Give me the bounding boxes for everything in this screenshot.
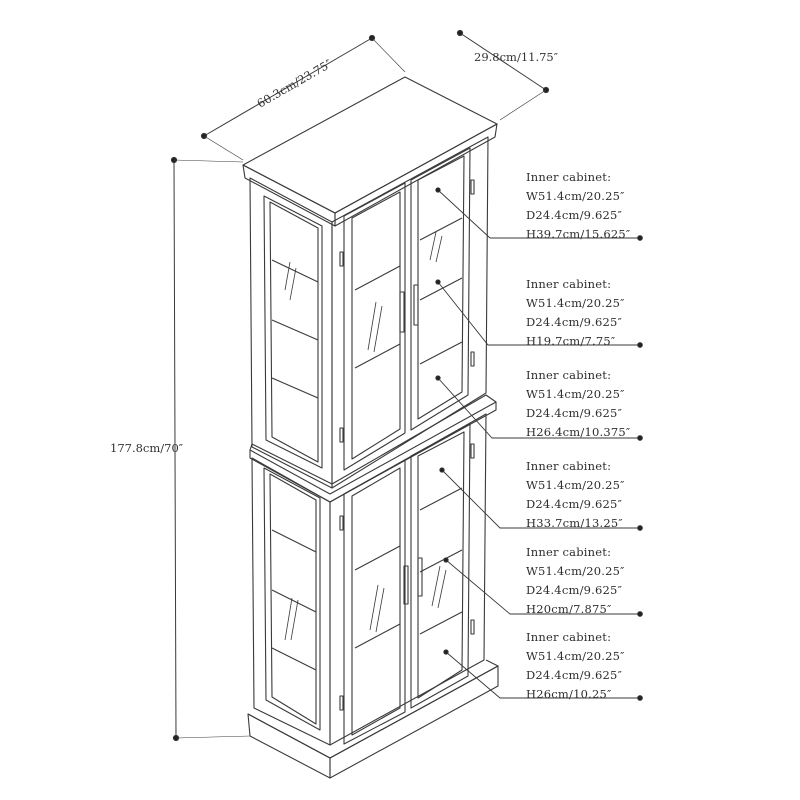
spec-depth: D24.4cm/9.625″ [526, 668, 623, 682]
middle-ledge [249, 394, 497, 495]
spec-depth: D24.4cm/9.625″ [526, 208, 623, 222]
spec-depth: D24.4cm/9.625″ [526, 583, 623, 597]
spec-width: W51.4cm/20.25″ [526, 189, 625, 203]
leader-line-6 [445, 651, 640, 699]
spec-width: W51.4cm/20.25″ [526, 387, 625, 401]
spec-title: Inner cabinet: [526, 630, 612, 644]
spec-block-2: Inner cabinet: W51.4cm/20.25″ D24.4cm/9.… [526, 275, 796, 351]
spec-block-5: Inner cabinet: W51.4cm/20.25″ D24.4cm/9.… [526, 543, 796, 619]
spec-height: H20cm/7.875″ [526, 602, 612, 616]
spec-height: H26.4cm/10.375″ [526, 425, 631, 439]
spec-depth: D24.4cm/9.625″ [526, 406, 623, 420]
spec-height: H33.7cm/13.25″ [526, 516, 623, 530]
width-label: 60.3cm/23.75″ [255, 56, 335, 110]
leader-line-5 [445, 559, 640, 615]
spec-width: W51.4cm/20.25″ [526, 478, 625, 492]
leader-line-4 [441, 469, 640, 529]
cabinet-crown-side [334, 123, 498, 227]
spec-block-6: Inner cabinet: W51.4cm/20.25″ D24.4cm/9.… [526, 628, 796, 704]
spec-title: Inner cabinet: [526, 545, 612, 559]
spec-title: Inner cabinet: [526, 459, 612, 473]
spec-title: Inner cabinet: [526, 368, 612, 382]
spec-title: Inner cabinet: [526, 277, 612, 291]
upper-body [249, 136, 489, 489]
spec-width: W51.4cm/20.25″ [526, 649, 625, 663]
spec-height: H26cm/10.25″ [526, 687, 612, 701]
cabinet-base [247, 713, 331, 779]
lower-body [251, 413, 487, 746]
leader-line-1 [437, 189, 640, 239]
spec-block-3: Inner cabinet: W51.4cm/20.25″ D24.4cm/9.… [526, 366, 796, 442]
height-label: 177.8cm/70″ [110, 441, 184, 455]
spec-depth: D24.4cm/9.625″ [526, 315, 623, 329]
spec-block-1: Inner cabinet: W51.4cm/20.25″ D24.4cm/9.… [526, 168, 796, 244]
spec-block-4: Inner cabinet: W51.4cm/20.25″ D24.4cm/9.… [526, 457, 796, 533]
leader-line-2 [437, 281, 640, 346]
depth-dimension-line [459, 32, 547, 91]
spec-title: Inner cabinet: [526, 170, 612, 184]
spec-width: W51.4cm/20.25″ [526, 296, 625, 310]
spec-depth: D24.4cm/9.625″ [526, 497, 623, 511]
leader-line-3 [437, 377, 640, 439]
spec-height: H39.7cm/15.625″ [526, 227, 631, 241]
spec-height: H19.7cm/7.75″ [526, 334, 616, 348]
spec-width: W51.4cm/20.25″ [526, 564, 625, 578]
height-dimension-line [173, 159, 177, 739]
cabinet-crown-front [242, 164, 336, 227]
depth-label: 29.8cm/11.75″ [474, 50, 559, 64]
width-dimension-line [203, 37, 373, 137]
